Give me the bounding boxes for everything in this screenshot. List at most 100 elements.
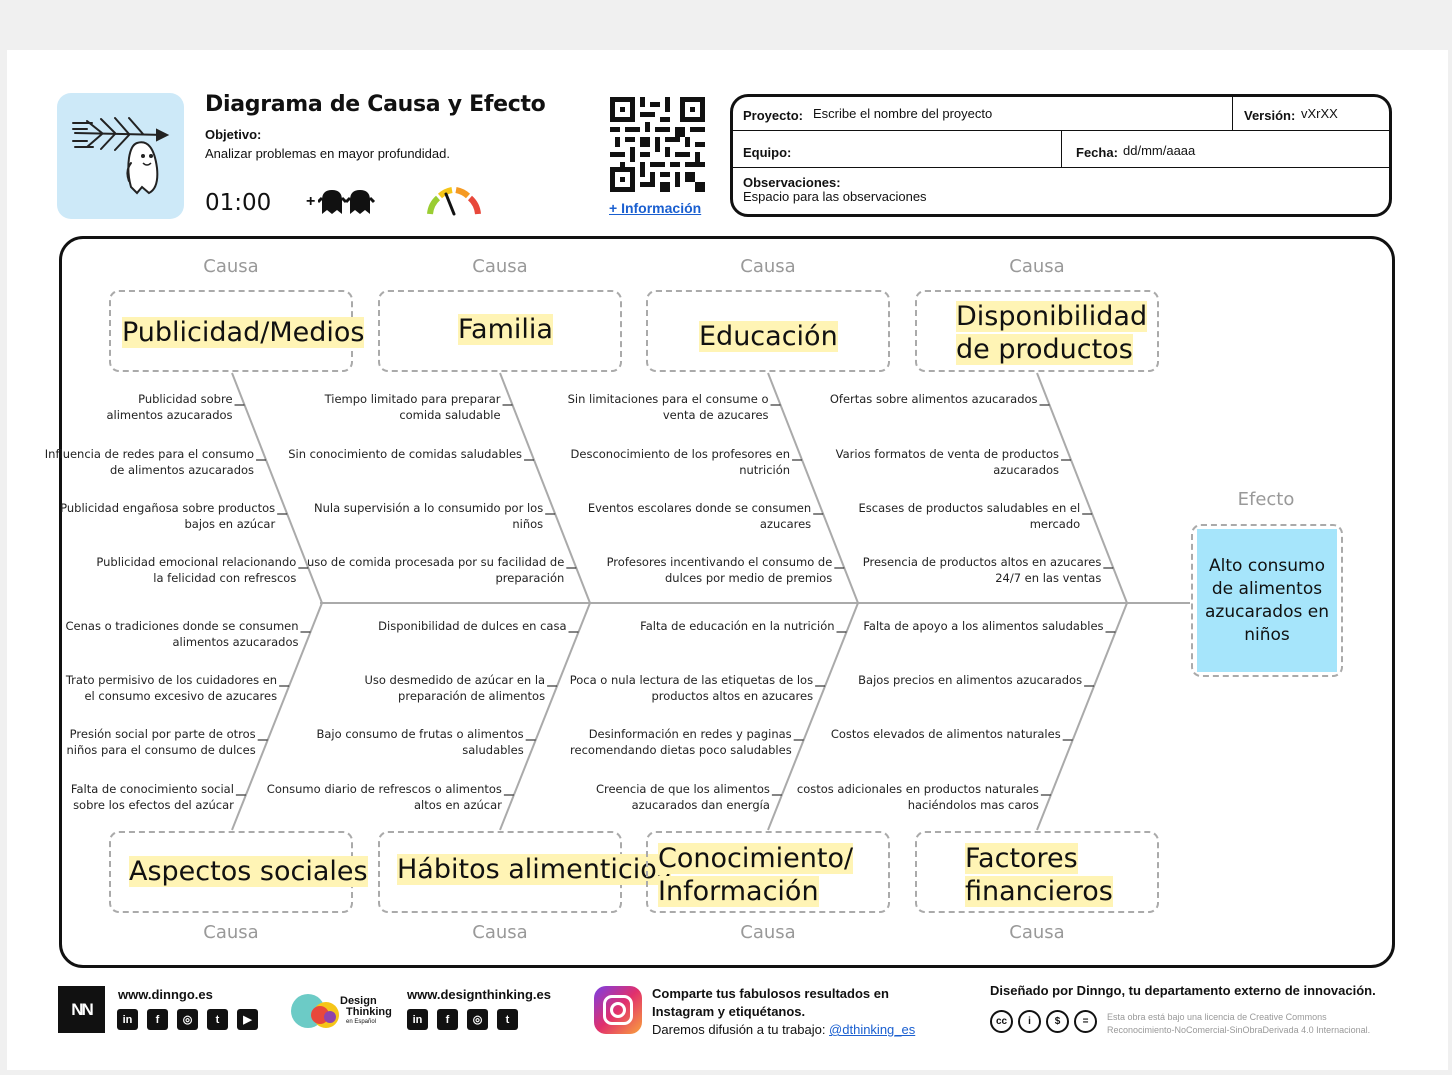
sub-cause-line: Uso desmedido de azúcar en la (364, 673, 546, 687)
cause-box[interactable] (915, 290, 1159, 372)
design-thinking-logo (290, 993, 350, 1038)
cause-title-line: Educación (699, 321, 838, 352)
sub-cause-line: Falta de conocimiento social (70, 782, 234, 796)
cause-label: Causa (1009, 256, 1065, 277)
notes-label: Observaciones: (743, 175, 841, 190)
sub-cause-line: Publicidad engañosa sobre productos (60, 501, 276, 515)
sub-cause: Cenas o tradiciones donde se consumen ali… (66, 618, 299, 650)
instagram-icon[interactable]: ◎ (177, 1009, 198, 1030)
bone-top-4 (1036, 372, 1128, 604)
cause-label: Causa (472, 922, 528, 943)
bone-top-2 (499, 372, 591, 604)
sub-cause-line: Influencia de redes para el consumo (44, 447, 255, 461)
youtube-icon[interactable]: ▶ (237, 1009, 258, 1030)
designthinking-url[interactable]: www.designthinking.es (407, 987, 551, 1002)
cause-box[interactable] (378, 290, 622, 372)
linkedin-icon[interactable]: in (117, 1009, 138, 1030)
bone-bottom-1 (231, 602, 323, 831)
sub-cause-line: Cenas o tradiciones donde se consumen (65, 619, 299, 633)
sub-cause: Sin conocimiento de comidas saludables (288, 446, 522, 462)
sub-cause-line: preparación de alimentos (398, 689, 546, 703)
cause-title-line: Información (658, 876, 819, 907)
cause-box[interactable] (646, 290, 890, 372)
bone-bottom-4 (1036, 602, 1128, 831)
instagram-handle-link[interactable]: @dthinking_es (829, 1022, 916, 1037)
sub-cause: Falta de apoyo a los alimentos saludable… (863, 618, 1103, 634)
cause-title: Aspectos sociales (129, 855, 368, 888)
cc-icon: cc (990, 1010, 1013, 1033)
team-size-prefix: + (306, 193, 316, 210)
designed-by-credit: Diseñado por Dinngo, tu departamento ext… (990, 983, 1376, 998)
sub-cause-line: Publicidad emocional relacionando (96, 555, 297, 569)
sub-cause-line: Bajos precios en alimentos azucarados (858, 673, 1083, 687)
sub-cause-line: productos altos en azucares (651, 689, 814, 703)
sub-cause-line: Falta de educación en la nutrición (640, 619, 835, 633)
cause-label: Causa (203, 256, 259, 277)
sub-cause-line: niños (512, 517, 544, 531)
sub-cause-line: Creencia de que los alimentos (595, 782, 770, 796)
dt-logo-line1: Design (340, 995, 377, 1007)
notes-field[interactable]: Espacio para las observaciones (743, 189, 927, 204)
sub-cause-line: saludables (462, 743, 524, 757)
sub-cause: Falta de educación en la nutrición (640, 618, 834, 634)
sub-cause-line: Publicidad sobre (138, 392, 233, 406)
cause-title: Educación (699, 320, 838, 353)
license-line-1: Esta obra está bajo una licencia de Crea… (1107, 1012, 1327, 1022)
cause-label: Causa (740, 256, 796, 277)
dinngo-logo: NN (58, 986, 105, 1033)
dt-logo-line2: Thinking (346, 1006, 392, 1018)
cause-title: Familia (458, 313, 553, 346)
cause-box[interactable] (646, 831, 890, 913)
project-name-field[interactable]: Escribe el nombre del proyecto (813, 106, 993, 121)
share-line-2: Instagram y etiquétanos. (652, 1004, 806, 1019)
project-info-panel: Proyecto: Escribe el nombre del proyecto… (730, 94, 1392, 217)
bone-top-1 (231, 372, 323, 604)
facebook-icon[interactable]: f (147, 1009, 168, 1030)
sub-cause-line: Sin conocimiento de comidas saludables (288, 447, 523, 461)
instagram-icon[interactable]: ◎ (467, 1009, 488, 1030)
bone-bottom-3 (767, 602, 859, 831)
gauge-icon (424, 186, 484, 223)
bone-bottom-2 (499, 602, 591, 831)
sub-cause-line: azucarados (993, 463, 1060, 477)
cause-title-line: Publicidad/Medios (122, 317, 365, 348)
more-info-link[interactable]: + Información (609, 200, 702, 216)
dinngo-url[interactable]: www.dinngo.es (118, 987, 213, 1002)
sub-cause-line: azucares (759, 517, 812, 531)
version-field[interactable]: vXrXX (1301, 106, 1338, 121)
date-field[interactable]: dd/mm/aaaa (1123, 143, 1196, 158)
license-line-2: Reconocimiento-NoComercial-SinObraDeriva… (1107, 1025, 1371, 1035)
objective-text: Analizar problemas en mayor profundidad. (205, 146, 450, 161)
sub-cause-line: Presión social por parte de otros (69, 727, 256, 741)
qr-code-icon[interactable] (610, 97, 705, 192)
sub-cause-line: Sin limitaciones para el consume o (567, 392, 769, 406)
sub-cause-line: Escases de productos saludables en el (858, 501, 1081, 515)
cause-title-line: Disponibilidad (956, 301, 1148, 332)
twitter-icon[interactable]: t (207, 1009, 228, 1030)
sub-cause: Disponibilidad de dulces en casa (378, 618, 566, 634)
facebook-icon[interactable]: f (437, 1009, 458, 1030)
sub-cause-line: Trato permisivo de los cuidadores en (65, 673, 278, 687)
sub-cause-line: 24/7 en las ventas (995, 571, 1102, 585)
cause-title-line: Familia (458, 314, 553, 345)
linkedin-icon[interactable]: in (407, 1009, 428, 1030)
sub-cause: Ofertas sobre alimentos azucarados (830, 391, 1038, 407)
effect-box[interactable]: Alto consumo de alimentos azucarados en … (1191, 524, 1343, 677)
cause-title-line: Conocimiento/ (658, 843, 854, 874)
twitter-icon[interactable]: t (497, 1009, 518, 1030)
project-label: Proyecto: (743, 108, 803, 123)
cause-box[interactable] (915, 831, 1159, 913)
cause-title: Conocimiento/Información (658, 842, 854, 908)
sub-cause: uso de comida procesada por su facilidad… (307, 554, 564, 586)
sub-cause-line: azucarados dan energía (631, 798, 770, 812)
sub-cause-line: alimentos azucarados (172, 635, 299, 649)
cause-label: Causa (472, 256, 528, 277)
